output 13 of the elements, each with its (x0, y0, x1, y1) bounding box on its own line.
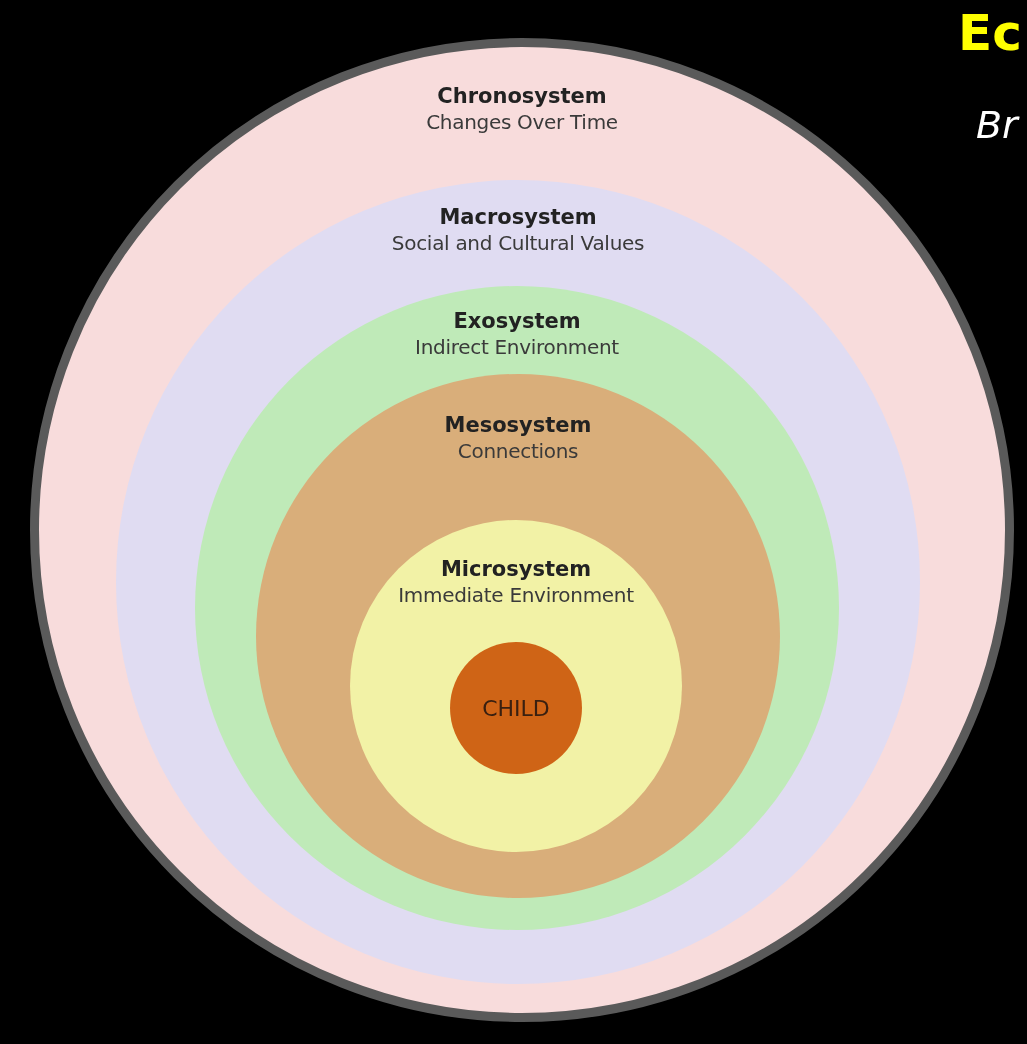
title-fragment: Br (976, 106, 1018, 144)
system-description: Changes Over Time (426, 109, 618, 136)
system-heading: Mesosystem (444, 412, 592, 439)
system-heading: Microsystem (440, 556, 592, 583)
title-fragment: Ec (958, 8, 1022, 58)
system-description: Connections (457, 438, 579, 465)
system-heading: Chronosystem (437, 83, 607, 110)
system-description: Immediate Environment (398, 582, 634, 609)
system-heading: Macrosystem (439, 204, 597, 231)
system-description: Indirect Environment (415, 334, 619, 361)
circle-label: CHILD (482, 695, 550, 721)
system-heading: Exosystem (453, 308, 581, 335)
system-description: Social and Cultural Values (391, 230, 645, 257)
